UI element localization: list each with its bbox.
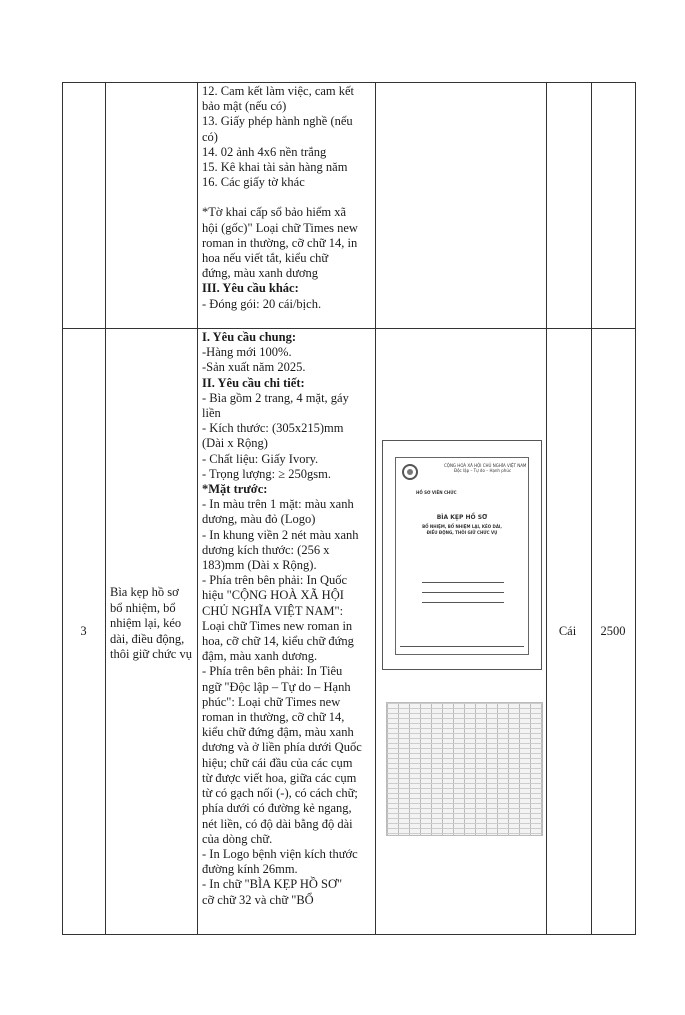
desc-line: 14. 02 ảnh 4x6 nền trắng [202,144,327,159]
desc-line: roman in thường, cỡ chữ 14, in [202,235,358,250]
desc-line: ngữ "Độc lập – Tự do – Hạnh [202,679,351,694]
desc-line: có) [202,129,218,144]
desc-line: - In chữ "BÌA KẸP HỒ SƠ" [202,877,343,892]
desc-line: cỡ chữ 32 và chữ "BỔ [202,892,314,907]
desc-line: dương và ở liền phía dưới Quốc [202,740,362,755]
column-divider [197,83,198,934]
unit: Cái [558,624,577,638]
desc-line: - Chất liệu: Giấy Ivory. [202,451,319,466]
desc-line: 13. Giấy phép hành nghề (nếu [202,114,353,129]
desc-line: nét liền, có độ dài bằng độ dài [202,816,353,831]
desc-line [202,190,372,205]
desc-line: roman in thường, cỡ chữ 14, [202,710,345,725]
cover-motto: Độc lập – Tự do – Hạnh phúc [454,468,512,473]
desc-line: kiểu chữ đứng đậm, màu xanh [202,725,354,740]
form-line [422,592,504,593]
desc-line: - Trọng lượng: ≥ 250gsm. [202,466,331,481]
desc-line: - Đóng gói: 20 cái/bịch. [202,296,322,311]
cover-back-image [386,702,543,836]
desc-line: liền [202,406,221,421]
desc-line: hội (gốc)" Loại chữ Times new [202,220,358,235]
hospital-logo-icon [402,464,418,480]
desc-line: hiệu; chữ cái đầu của các cụm [202,755,353,770]
desc-line: từ có gạch nối (-), có cách chữ; [202,786,358,801]
desc-line: đậm, màu xanh dương. [202,649,318,664]
desc-line: phía dưới có đường kẻ ngang, [202,801,352,816]
cover-subtitle: BỔ NHIỆM, BỔ NHIỆM LẠI, KÉO DÀI, [422,524,502,529]
desc-line: -Hàng mới 100%. [202,345,292,360]
row-divider [63,328,635,329]
cover-dept: HỒ SƠ VIÊN CHỨC [416,490,457,495]
column-divider [546,83,547,934]
requirements-table [62,82,636,935]
cover-national-title: CỘNG HOÀ XÃ HỘI CHỦ NGHĨA VIỆT NAM [444,463,527,468]
desc-line: - In khung viền 2 nét màu xanh [202,527,359,542]
desc-heading: *Mặt trước: [202,482,268,497]
desc-line: bảo mật (nếu có) [202,99,287,114]
desc-heading: III. Yêu cầu khác: [202,281,299,296]
desc-line: - Kích thước: (305x215)mm [202,421,344,436]
desc-line: dương, màu đỏ (Logo) [202,512,316,527]
desc-line: - In màu trên 1 mặt: màu xanh [202,497,354,512]
desc-line: - Bìa gồm 2 trang, 4 mặt, gáy [202,390,349,405]
desc-line: *Tờ khai cấp sổ bảo hiểm xã [202,205,347,220]
column-divider [105,83,106,934]
desc-heading: I. Yêu cầu chung: [202,330,296,344]
desc-line: từ được viết hoa, giữa các cụm [202,770,357,785]
desc-line: - Phía trên bên phải: In Tiêu [202,664,343,679]
cover-border-frame: CỘNG HOÀ XÃ HỘI CHỦ NGHĨA VIỆT NAM Độc l… [395,457,529,655]
cover-sample-image: CỘNG HOÀ XÃ HỘI CHỦ NGHĨA VIỆT NAM Độc l… [382,440,542,670]
bottom-line [400,646,524,647]
desc-line: của dòng chữ. [202,831,273,846]
cover-subtitle: ĐIỀU ĐỘNG, THÔI GIỮ CHỨC VỤ [426,530,498,535]
desc-line: -Sản xuất năm 2025. [202,360,306,375]
desc-line: 16. Các giấy tờ khác [202,175,305,190]
column-divider [375,83,376,934]
desc-line: CHỦ NGHĨA VIỆT NAM": [202,603,344,618]
form-line [422,602,504,603]
desc-line: phúc": Loại chữ Times new [202,694,341,709]
desc-line: hoa nếu viết tắt, kiểu chữ [202,251,329,266]
desc-line: - In Logo bệnh viện kích thước [202,846,358,861]
item-name: Bìa kẹp hồ sơ bổ nhiệm, bổ nhiệm lại, ké… [110,585,192,661]
desc-line: - Phía trên bên phải: In Quốc [202,573,348,588]
desc-line: 183)mm (Dài x Rộng). [202,558,317,573]
row-top-description: 12. Cam kết làm việc, cam kết bảo mật (n… [202,84,372,312]
desc-line: hiệu "CỘNG HOÀ XÃ HỘI [202,588,344,603]
cover-title: BÌA KẸP HỒ SƠ [436,514,488,521]
row-number: 3 [80,624,87,638]
row3-description: I. Yêu cầu chung: -Hàng mới 100%. -Sản x… [202,330,372,908]
desc-line: (Dài x Rộng) [202,436,268,451]
column-divider [591,83,592,934]
desc-line: Loại chữ Times new roman in [202,618,353,633]
form-line [422,582,504,583]
quantity: 2500 [600,624,626,638]
desc-line: đứng, màu xanh dương [202,266,318,281]
desc-line: 15. Kê khai tài sản hàng năm [202,160,348,175]
desc-line: đường kính 26mm. [202,862,298,877]
desc-heading: II. Yêu cầu chi tiết: [202,375,305,390]
desc-line: 12. Cam kết làm việc, cam kết [202,84,355,98]
desc-line: hoa, cỡ chữ 14, kiểu chữ đứng [202,634,354,649]
desc-line: dương kích thước: (256 x [202,542,330,557]
